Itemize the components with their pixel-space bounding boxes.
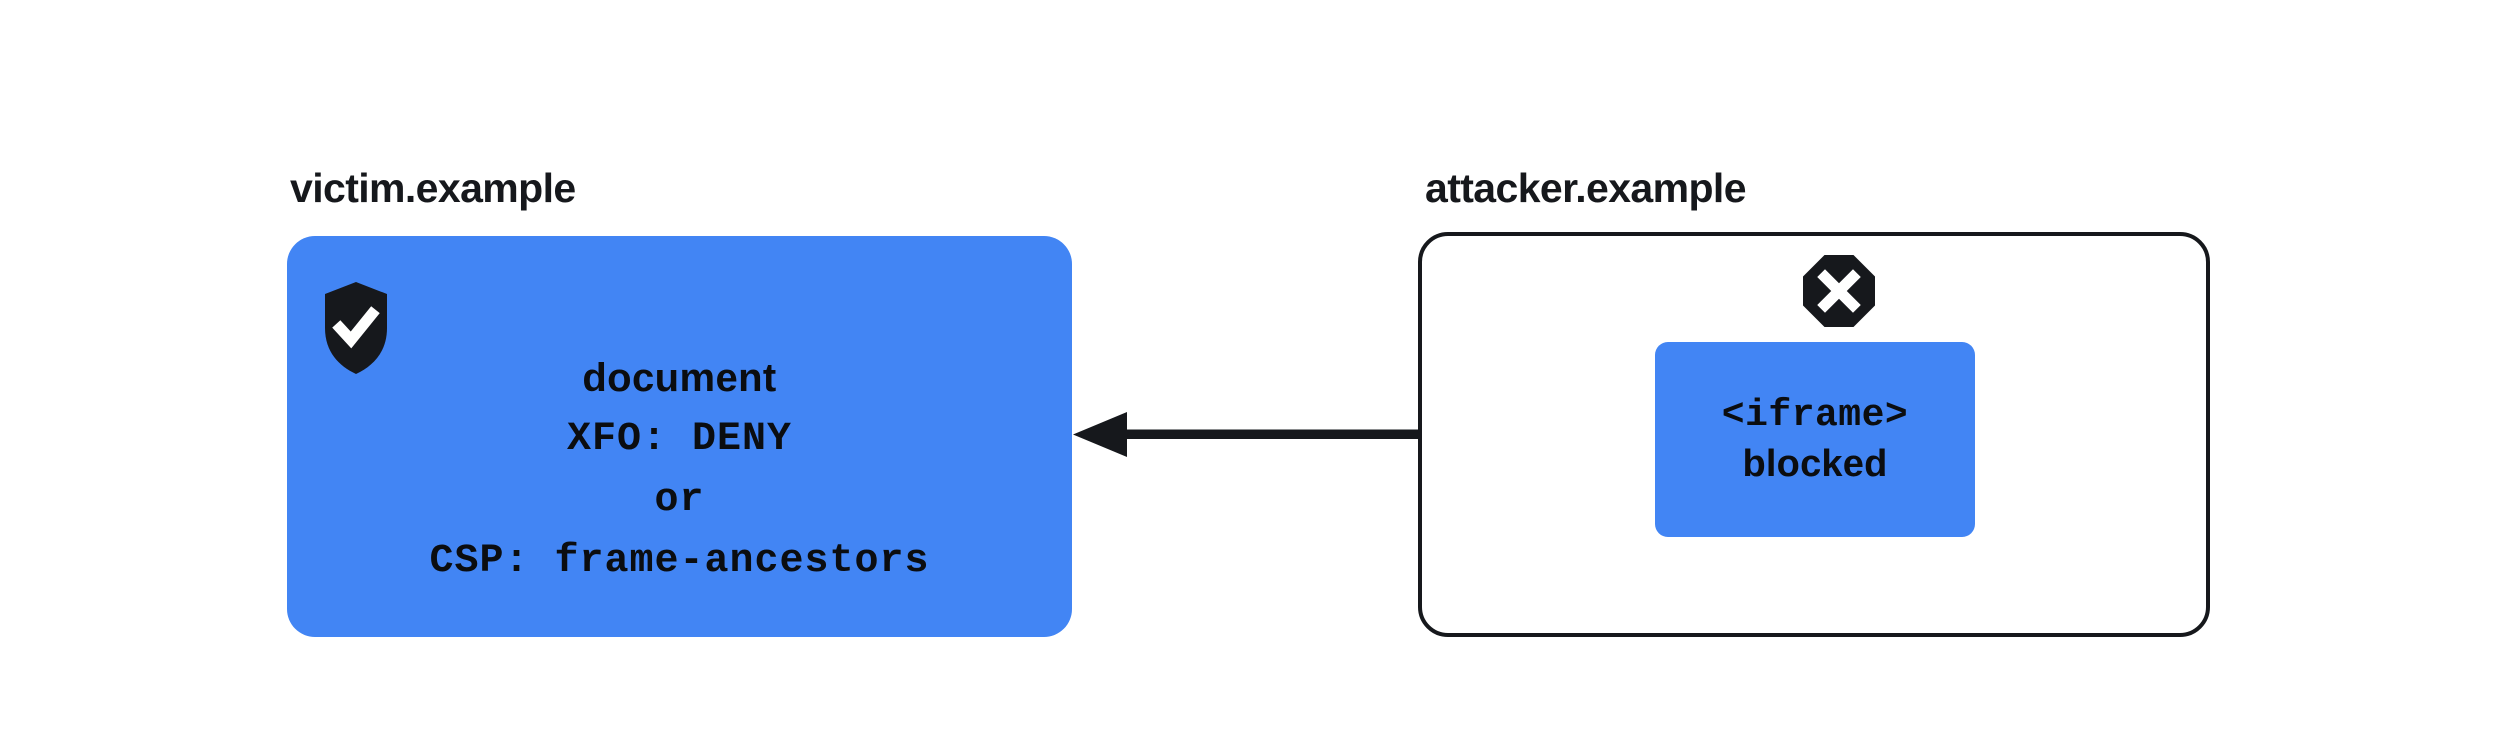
victim-card-text-stack: document XFO: DENY or CSP: frame-ancesto… [287, 348, 1072, 592]
victim-doc-line-or: or [654, 478, 705, 523]
octagon-x-icon [1802, 254, 1876, 328]
victim-doc-line-xfo: XFO: DENY [566, 417, 793, 462]
victim-document-card: document XFO: DENY or CSP: frame-ancesto… [287, 236, 1072, 637]
victim-doc-line-document: document [582, 356, 777, 400]
shield-check-icon [325, 282, 387, 374]
blocked-navigation-arrow [1065, 405, 1665, 465]
iframe-blocked-card: <iframe> blocked [1655, 342, 1975, 537]
victim-doc-line-csp: CSP: frame-ancestors [429, 539, 930, 584]
victim-origin-label: victim.example [290, 165, 576, 211]
attacker-origin-label: attacker.example [1425, 165, 1747, 211]
iframe-card-line-tag: <iframe> [1721, 393, 1909, 437]
iframe-card-line-status: blocked [1742, 442, 1888, 485]
